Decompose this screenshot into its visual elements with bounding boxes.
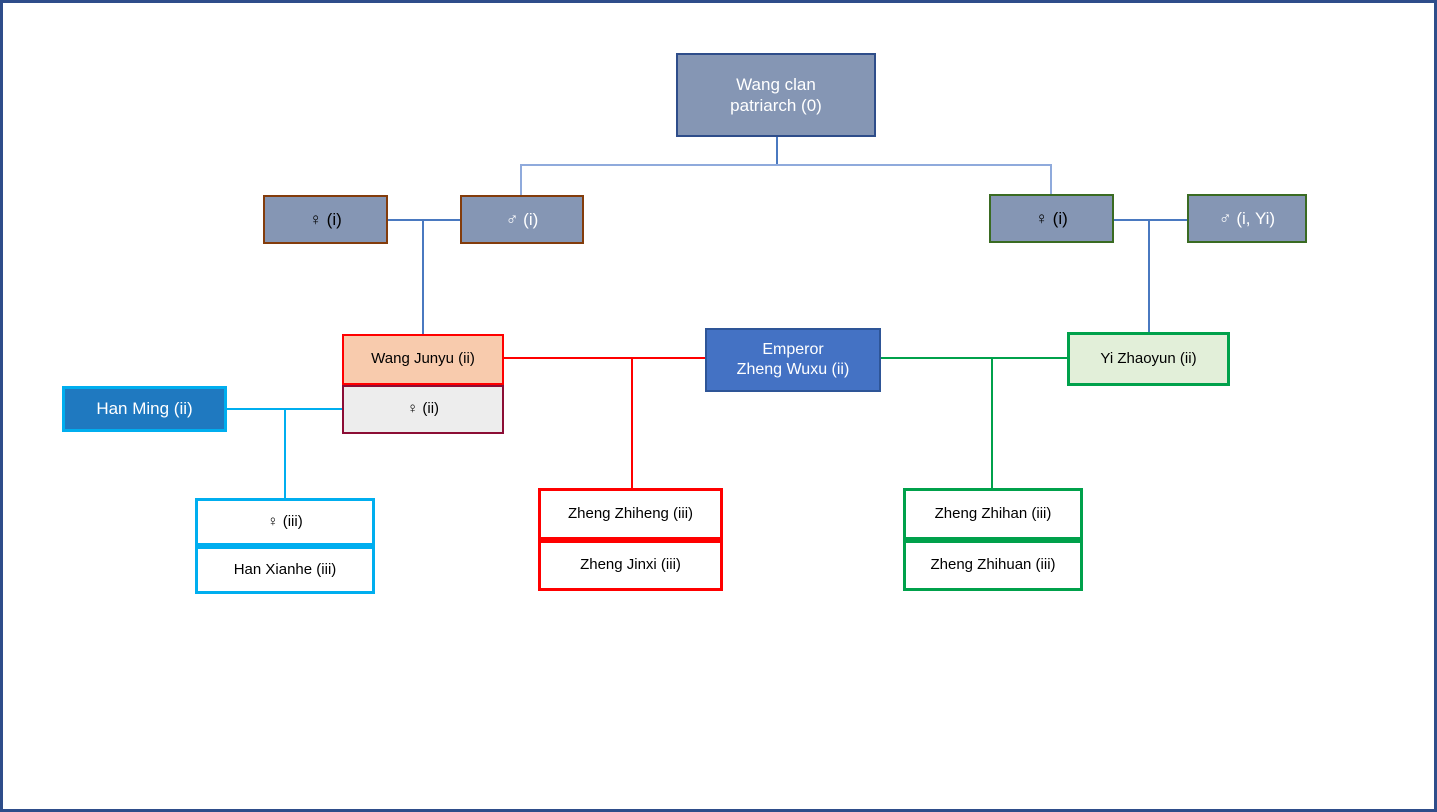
node-husband-right[interactable]: ♂ (i, Yi) xyxy=(1187,194,1307,243)
connector-patriarch-to-daughter-right xyxy=(1050,164,1052,195)
node-wife-left[interactable]: ♀ (i) xyxy=(263,195,388,244)
connector-union-wang-emperor xyxy=(503,357,706,359)
node-zheng-zhihan[interactable]: Zheng Zhihan (iii) xyxy=(903,488,1083,540)
connector-union-emperor-yi-drop xyxy=(991,357,993,488)
node-wife-right[interactable]: ♀ (i) xyxy=(989,194,1114,243)
connector-union-emperor-yi xyxy=(881,357,1069,359)
node-patriarch[interactable]: Wang clan patriarch (0) xyxy=(676,53,876,137)
node-han-daughter[interactable]: ♀ (iii) xyxy=(195,498,375,546)
connector-union-hanming-daughter-drop xyxy=(284,408,286,498)
node-zheng-zhihuan[interactable]: Zheng Zhihuan (iii) xyxy=(903,540,1083,591)
node-zheng-zhiheng[interactable]: Zheng Zhiheng (iii) xyxy=(538,488,723,540)
connector-union-wang-emperor-drop xyxy=(631,357,633,488)
node-wang-junyu[interactable]: Wang Junyu (ii) xyxy=(342,334,504,385)
node-emperor[interactable]: Emperor Zheng Wuxu (ii) xyxy=(705,328,881,392)
connector-marriage-left xyxy=(386,219,462,221)
node-husband-left[interactable]: ♂ (i) xyxy=(460,195,584,244)
connector-marriage-right-to-yi-zhaoyun xyxy=(1148,219,1150,334)
node-yi-zhaoyun[interactable]: Yi Zhaoyun (ii) xyxy=(1067,332,1230,386)
connector-patriarch-bar xyxy=(521,164,1052,166)
node-zheng-jinxi[interactable]: Zheng Jinxi (iii) xyxy=(538,540,723,591)
connector-marriage-right xyxy=(1113,219,1188,221)
connector-patriarch-stem xyxy=(776,137,778,165)
connector-patriarch-to-son-left xyxy=(520,164,522,196)
node-han-xianhe[interactable]: Han Xianhe (iii) xyxy=(195,546,375,594)
node-wang-daughter[interactable]: ♀ (ii) xyxy=(342,385,504,434)
connector-marriage-left-to-wang-junyu xyxy=(422,219,424,334)
node-han-ming[interactable]: Han Ming (ii) xyxy=(62,386,227,432)
